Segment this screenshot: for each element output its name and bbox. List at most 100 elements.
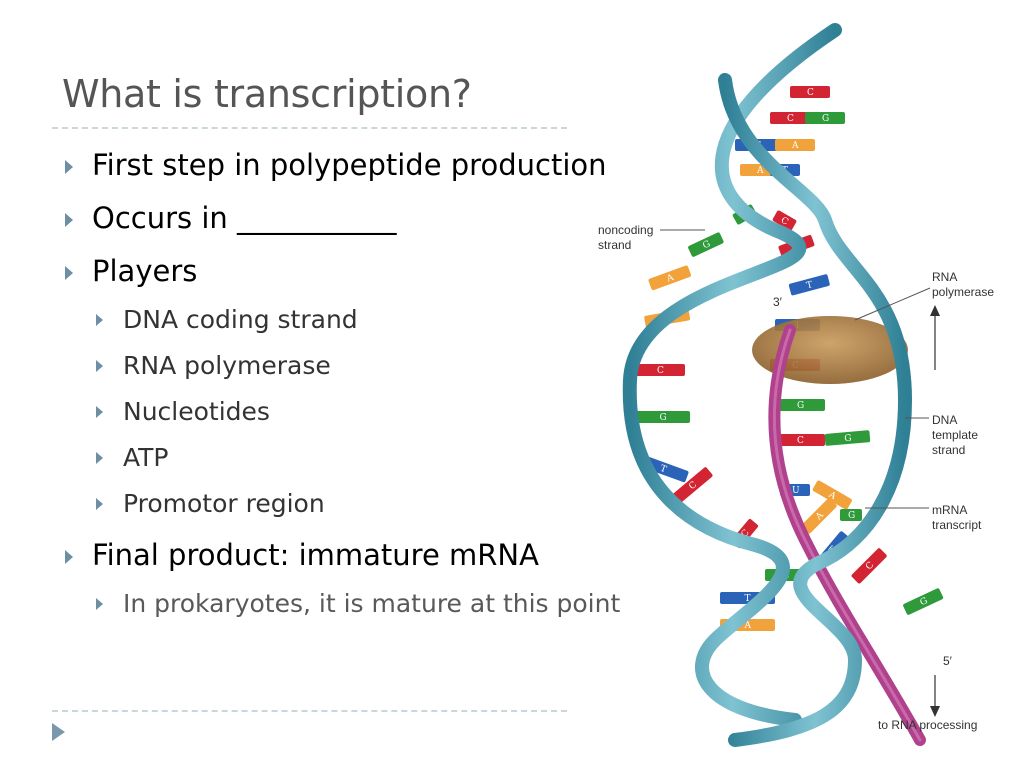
- bullet-text: RNA polymerase: [123, 351, 331, 380]
- base-rect: [770, 112, 810, 124]
- bullet-item: Players: [65, 254, 197, 288]
- dna-helix-illustration: CCGTAATGCGCATATCCGGCGUAGTCCATCGTAG nonco…: [598, 23, 994, 747]
- label-rna-polymerase-line1: RNA: [932, 270, 957, 284]
- base-letter: A: [665, 273, 676, 285]
- label-three-prime: 3′: [773, 295, 783, 309]
- base-letter: U: [792, 486, 800, 496]
- base-letter: C: [740, 528, 752, 540]
- base-rect: [840, 509, 862, 521]
- bullet-item: Final product: immature mRNA: [65, 538, 539, 572]
- base-letter: A: [826, 490, 838, 503]
- label-rna-polymerase-line2: polymerase: [932, 285, 994, 299]
- bullet-arrow-icon: [96, 452, 103, 464]
- base-rect: [812, 480, 852, 510]
- base-pair-rung: A: [801, 498, 837, 534]
- base-rect: [648, 265, 691, 291]
- base-letter: G: [844, 434, 852, 445]
- label-to-rna-processing: to RNA processing: [878, 718, 977, 732]
- base-rect: [772, 210, 797, 231]
- template-strand-shape: [718, 73, 913, 747]
- transcription-diagram: CCGTAATGCGCATATCCGGCGUAGTCCATCGTAG nonco…: [575, 20, 1020, 760]
- base-rect: [688, 232, 724, 257]
- bullet-arrow-icon: [65, 160, 73, 174]
- bullet-arrow-icon: [96, 314, 103, 326]
- base-pair-rung: A: [648, 265, 691, 291]
- base-rect: [635, 411, 690, 423]
- base-letter: T: [805, 280, 813, 291]
- sub-bullet-item: Nucleotides: [96, 397, 270, 426]
- label-mrna-line2: transcript: [932, 518, 982, 532]
- base-letter: T: [745, 594, 751, 604]
- base-letter: T: [659, 464, 668, 475]
- bullet-arrow-icon: [65, 266, 73, 280]
- bullet-text: Final product: immature mRNA: [92, 538, 539, 572]
- base-letter: C: [787, 114, 794, 124]
- base-rect: [805, 112, 845, 124]
- bullet-arrow-icon: [65, 550, 73, 564]
- base-rect: [801, 498, 837, 534]
- base-letter: A: [791, 141, 799, 151]
- bullet-arrow-icon: [96, 498, 103, 510]
- base-pair-rung: G: [635, 411, 690, 423]
- base-letter: G: [797, 401, 804, 411]
- base-letter: A: [744, 621, 752, 631]
- label-mrna-line1: mRNA: [932, 503, 967, 517]
- bullet-text: In prokaryotes, it is mature at this poi…: [123, 589, 621, 618]
- base-pair-rung: G: [824, 430, 871, 446]
- sub-bullet-item: Promotor region: [96, 489, 325, 518]
- bullet-item: First step in polypeptide production: [65, 148, 607, 182]
- base-letter: C: [687, 480, 699, 492]
- base-pair-rung: C: [635, 364, 685, 376]
- base-rect: [635, 364, 685, 376]
- base-letter: A: [756, 166, 764, 176]
- footer-divider: [52, 710, 567, 712]
- noncoding-strand-shape: [622, 23, 842, 727]
- base-rect: [775, 399, 825, 411]
- label-noncoding-line2: strand: [598, 238, 631, 252]
- base-rect: [903, 588, 944, 615]
- base-pair-rung: C: [851, 548, 887, 584]
- base-pair-rung: C: [790, 86, 830, 98]
- base-pair-rung: C: [772, 210, 797, 231]
- sub-bullet-item: In prokaryotes, it is mature at this poi…: [96, 589, 621, 618]
- base-pair-rung: G: [805, 112, 845, 124]
- base-letter: C: [807, 88, 814, 98]
- bullet-arrow-icon: [96, 598, 103, 610]
- bullet-text: Promotor region: [123, 489, 325, 518]
- label-dna-template-line2: template: [932, 428, 978, 442]
- bullet-arrow-icon: [65, 213, 73, 227]
- bullet-arrow-icon: [96, 406, 103, 418]
- base-pair-rung: G: [840, 509, 862, 521]
- bullet-item: Occurs in ___________: [65, 201, 397, 235]
- sub-bullet-item: ATP: [96, 443, 169, 472]
- title-divider: [52, 127, 567, 129]
- base-rect: [775, 139, 815, 151]
- base-letter: G: [660, 413, 667, 423]
- slide-title: What is transcription?: [62, 72, 472, 116]
- base-letter: G: [919, 596, 930, 608]
- label-dna-template-line1: DNA: [932, 413, 957, 427]
- base-letter: G: [848, 511, 855, 521]
- base-pair-rung: G: [903, 588, 944, 615]
- base-rect: [671, 467, 713, 504]
- base-rect: [788, 274, 830, 296]
- base-pair-rung: T: [788, 274, 830, 296]
- base-pair-rung: A: [775, 139, 815, 151]
- base-letter: G: [822, 114, 829, 124]
- sub-bullet-item: DNA coding strand: [96, 305, 358, 334]
- base-pair-rung: G: [688, 232, 724, 257]
- base-pair-rung: C: [770, 112, 810, 124]
- base-rect: [824, 430, 871, 446]
- base-pair-rung: C: [775, 434, 825, 446]
- footer-arrow-icon: [52, 723, 65, 741]
- bullet-arrow-icon: [96, 360, 103, 372]
- base-pair-rung: G: [775, 399, 825, 411]
- label-noncoding-line1: noncoding: [598, 223, 653, 237]
- base-rect: [775, 434, 825, 446]
- base-letter: C: [657, 366, 664, 376]
- base-pair-rung: A: [812, 480, 852, 510]
- bullet-text: Occurs in ___________: [92, 201, 397, 235]
- label-dna-template-line3: strand: [932, 443, 965, 457]
- base-pair-rung: C: [671, 467, 713, 504]
- sub-bullet-item: RNA polymerase: [96, 351, 331, 380]
